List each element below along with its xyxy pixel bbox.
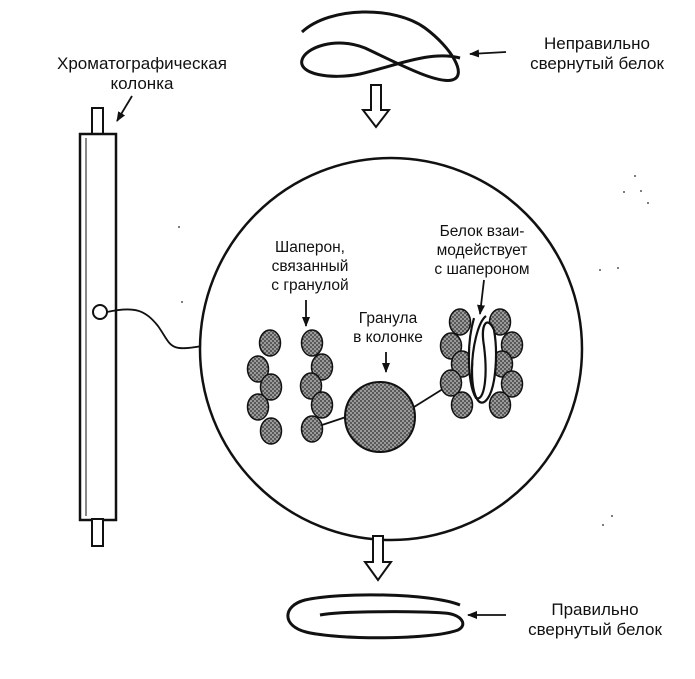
- chromatography-column: [78, 107, 118, 547]
- down-arrow-top: [360, 84, 392, 129]
- scan-specks: [178, 175, 649, 526]
- label-interacts-line2: модействует: [436, 242, 528, 259]
- magnified-view-circle: [198, 156, 584, 542]
- label-bead-line2: в колонке: [353, 329, 423, 346]
- arrow-to-interaction: [477, 279, 486, 315]
- chaperone-bound: [299, 329, 334, 443]
- label-chaperone-line1: Шаперон,: [275, 239, 345, 256]
- arrow-to-misfolded: [469, 49, 507, 58]
- label-misfolded-line1: Неправильно: [544, 34, 650, 53]
- bound-protein-loops: [467, 315, 498, 404]
- column-body: [78, 132, 118, 522]
- label-chaperone-line2: связанный: [271, 258, 349, 275]
- label-column-line1: Хроматографическая: [57, 54, 227, 73]
- label-column-line2: колонка: [110, 74, 174, 93]
- label-folded-protein: Правильно свернутый белок: [510, 600, 680, 640]
- label-bead-in-column: Гранула в колонке: [338, 309, 438, 347]
- chaperone-protein-complex: [439, 308, 524, 419]
- label-misfolded-line2: свернутый белок: [530, 54, 664, 73]
- arrow-to-column: [116, 95, 133, 122]
- column-top-tube: [91, 107, 104, 136]
- label-interacts-line3: с шапероном: [434, 261, 530, 278]
- down-arrow-bottom: [363, 535, 393, 582]
- label-folded-line1: Правильно: [551, 600, 639, 619]
- misfolded-protein-shape: [300, 10, 461, 82]
- label-bead-line1: Гранула: [358, 310, 418, 327]
- chaperone-left: [246, 329, 283, 445]
- label-folded-line2: свернутый белок: [528, 620, 662, 639]
- label-interacts-line1: Белок взаи-: [439, 223, 525, 240]
- column-bottom-tube: [91, 518, 104, 547]
- label-protein-interacts: Белок взаи- модействует с шапероном: [412, 222, 552, 279]
- label-chaperone-bound: Шаперон, связанный с гранулой: [252, 238, 368, 295]
- column-zoom-point: [92, 304, 108, 320]
- label-misfolded-protein: Неправильно свернутый белок: [512, 34, 682, 74]
- label-chromatography-column: Хроматографическая колонка: [32, 54, 252, 94]
- folded-protein-shape: [286, 593, 465, 640]
- zoom-connector-line: [106, 308, 203, 350]
- column-bead: [344, 381, 416, 453]
- label-chaperone-line3: с гранулой: [271, 277, 349, 294]
